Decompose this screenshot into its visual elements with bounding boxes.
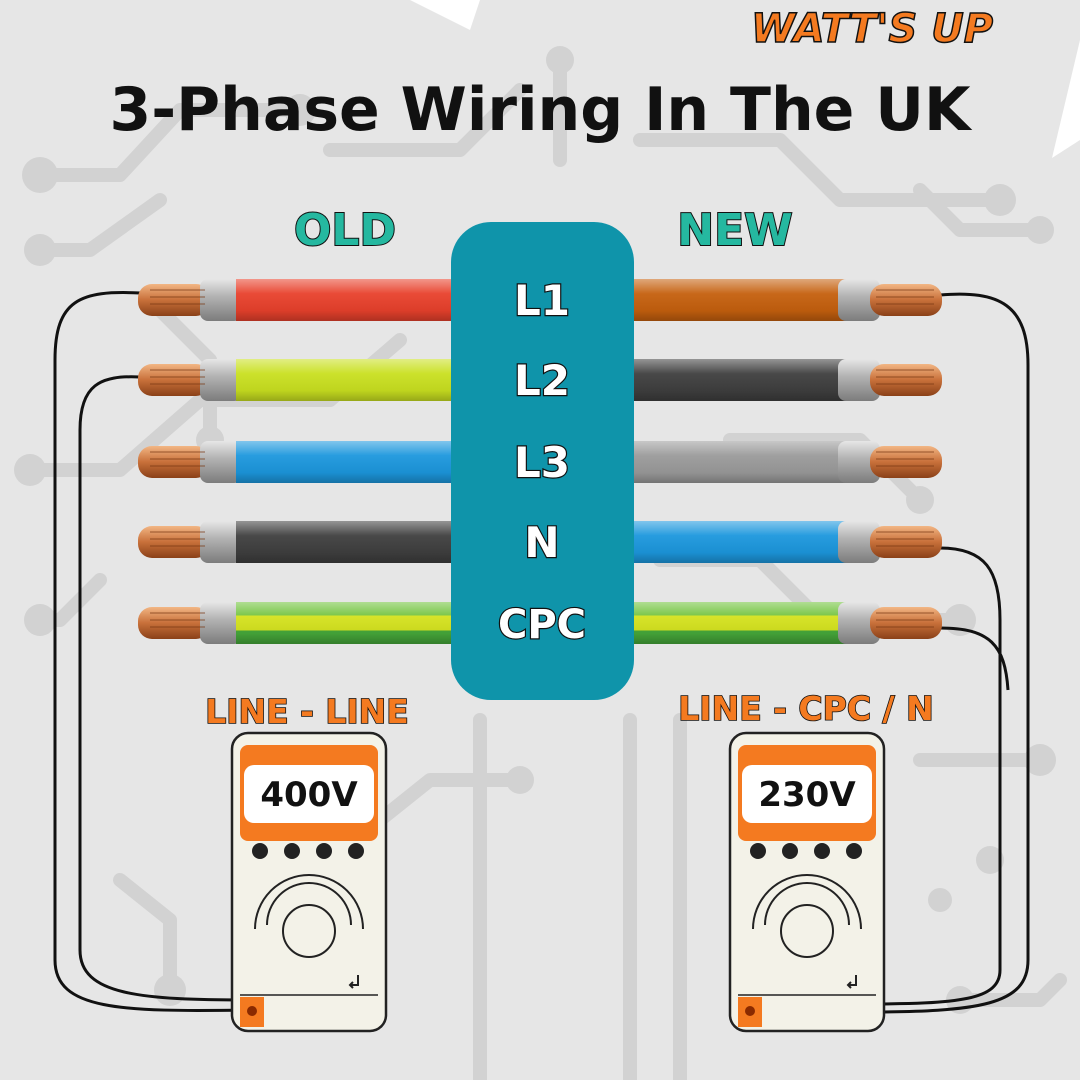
meter-button bbox=[782, 843, 798, 859]
insulation-shine bbox=[624, 359, 846, 401]
copper-strands-new bbox=[870, 526, 942, 558]
decor-flash-right bbox=[1052, 40, 1080, 158]
dial-icon bbox=[752, 874, 862, 958]
copper-strands-new bbox=[870, 607, 942, 639]
wire-row-l2 bbox=[138, 359, 942, 401]
old-column-label: OLD bbox=[294, 205, 396, 256]
terminal-label-n: N bbox=[524, 518, 559, 567]
meter-right-heading: LINE - CPC / N bbox=[678, 689, 933, 728]
copper-strands-new bbox=[870, 446, 942, 478]
sleeve-new bbox=[838, 602, 880, 644]
test-leads bbox=[53, 291, 1030, 1014]
dial-arc bbox=[764, 882, 850, 926]
meter-reading: 230V bbox=[758, 775, 856, 815]
dial-arc bbox=[266, 882, 352, 926]
meter-left-heading: LINE - LINE bbox=[205, 692, 409, 731]
new-column-label: NEW bbox=[677, 205, 792, 256]
insulation-shine bbox=[624, 279, 846, 321]
lead-l2-to-meter-left bbox=[78, 375, 251, 1002]
insulation-shine bbox=[236, 359, 462, 401]
dial-arc-outer bbox=[254, 874, 364, 930]
meter-button bbox=[348, 843, 364, 859]
insulation-shine bbox=[236, 279, 462, 321]
multimeter-left: 400V bbox=[230, 731, 388, 1033]
dial-arc-outer bbox=[752, 874, 862, 930]
meter-button bbox=[814, 843, 830, 859]
sleeve-new bbox=[838, 441, 880, 483]
meter-button bbox=[284, 843, 300, 859]
copper-strands-new bbox=[870, 364, 942, 396]
terminal-label-l2: L2 bbox=[514, 356, 570, 405]
copper-strands-old bbox=[138, 364, 210, 396]
sleeve-new bbox=[838, 359, 880, 401]
probe-socket-icon bbox=[846, 975, 857, 989]
multimeters: 400V 230V bbox=[230, 731, 886, 1033]
page-title: 3-Phase Wiring In The UK bbox=[110, 75, 973, 145]
wire-row-cpc bbox=[138, 602, 942, 644]
copper-strands-old bbox=[138, 607, 210, 639]
wire-row-l1 bbox=[138, 279, 942, 321]
meter-button bbox=[316, 843, 332, 859]
wire-row-n bbox=[138, 521, 942, 563]
copper-strands-old bbox=[138, 526, 210, 558]
copper-strands-old bbox=[138, 284, 210, 316]
meter-port-hole bbox=[247, 1006, 257, 1016]
copper-strands-old bbox=[138, 446, 210, 478]
insulation-shine bbox=[624, 441, 846, 483]
terminal-block bbox=[451, 222, 634, 700]
copper-strands-new bbox=[870, 284, 942, 316]
meter-port-hole bbox=[745, 1006, 755, 1016]
terminal-label-l1: L1 bbox=[514, 276, 570, 325]
wire-rows bbox=[138, 279, 942, 644]
sleeve-old bbox=[200, 521, 242, 563]
insulation-shine bbox=[624, 602, 846, 644]
terminal-label-cpc: CPC bbox=[498, 602, 586, 648]
decor-flash-left bbox=[410, 0, 480, 30]
meter-button bbox=[846, 843, 862, 859]
insulation-shine bbox=[236, 521, 462, 563]
sleeve-old bbox=[200, 602, 242, 644]
sleeve-new bbox=[838, 521, 880, 563]
dial-knob bbox=[282, 904, 336, 958]
lead-l1-to-meter-left bbox=[53, 291, 249, 1012]
multimeter-right: 230V bbox=[728, 731, 886, 1033]
meter-button bbox=[750, 843, 766, 859]
dial-knob bbox=[780, 904, 834, 958]
sleeve-new bbox=[838, 279, 880, 321]
lead-n-to-meter-right bbox=[861, 546, 1002, 1006]
meter-reading: 400V bbox=[260, 775, 358, 815]
dial-icon bbox=[254, 874, 364, 958]
insulation-shine bbox=[236, 441, 462, 483]
sleeve-old bbox=[200, 359, 242, 401]
logo-text: WATT'S UP bbox=[751, 6, 993, 52]
insulation-shine bbox=[624, 521, 846, 563]
sleeve-old bbox=[200, 441, 242, 483]
brand-logo: WATT'S UP bbox=[750, 5, 994, 53]
probe-socket-icon bbox=[348, 975, 359, 989]
meter-button bbox=[252, 843, 268, 859]
lead-l1-to-meter-right bbox=[861, 292, 1030, 1014]
sleeve-old bbox=[200, 279, 242, 321]
meter-screen bbox=[742, 765, 872, 823]
terminal-label-l3: L3 bbox=[514, 438, 570, 487]
meter-screen bbox=[244, 765, 374, 823]
lead-cpc bbox=[939, 626, 1010, 691]
insulation-shine bbox=[236, 602, 462, 644]
wire-row-l3 bbox=[138, 441, 942, 483]
